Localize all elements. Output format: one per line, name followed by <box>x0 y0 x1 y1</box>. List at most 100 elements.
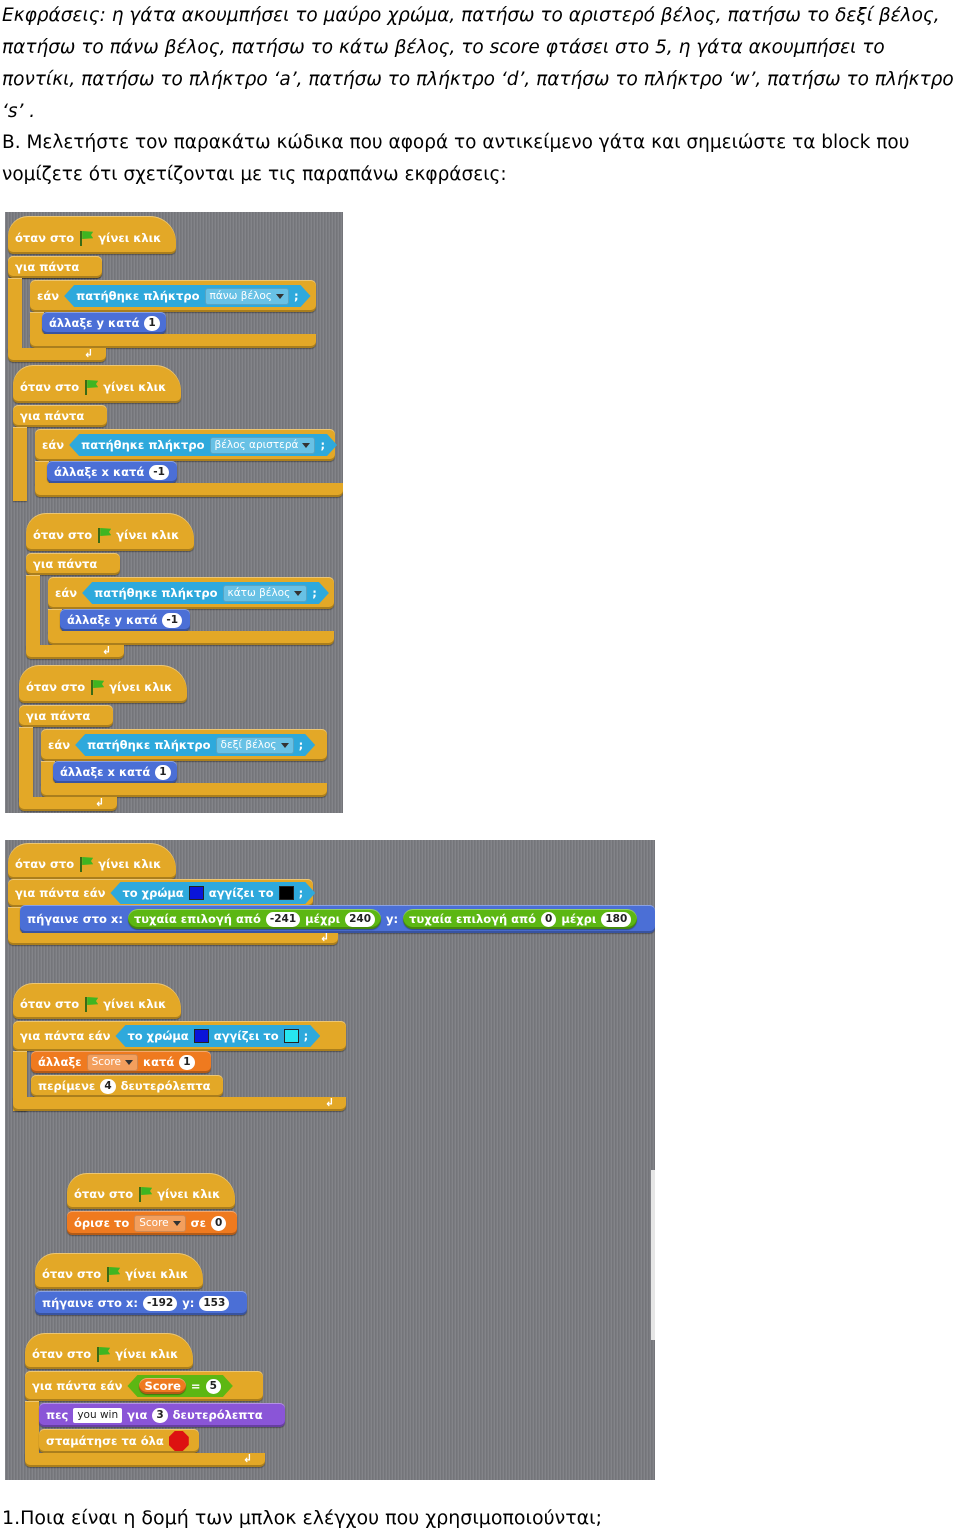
number-input[interactable]: 0 <box>541 911 557 927</box>
block-label: τυχαία επιλογή από <box>409 912 537 926</box>
panel-scrollbar[interactable] <box>651 1170 655 1340</box>
color-touching-condition[interactable]: το χρώμα αγγίζει το ; <box>115 1025 320 1047</box>
when-flag-clicked-block[interactable]: όταν στο γίνει κλικ <box>19 665 187 703</box>
scratch-scripts-panel-game: όταν στο γίνει κλικ για πάντα εάν το χρώ… <box>5 840 655 1480</box>
number-input[interactable]: 5 <box>206 1379 221 1394</box>
loop-arrow-icon: ↲ <box>320 931 330 944</box>
forever-label: για πάντα <box>8 256 102 278</box>
block-label: y: <box>182 1296 195 1310</box>
key-dropdown[interactable]: πάνω βέλος <box>205 288 289 305</box>
if-end <box>48 631 334 645</box>
key-pressed-condition[interactable]: πατήθηκε πλήκτρο βέλος αριστερά ; <box>69 434 337 456</box>
number-input[interactable]: -241 <box>265 911 301 927</box>
score-reporter[interactable]: Score <box>139 1378 185 1394</box>
block-label: πατήθηκε πλήκτρο <box>76 289 200 303</box>
block-label: για πάντα εάν <box>20 1029 111 1043</box>
forever-arm <box>8 278 22 352</box>
block-label: ; <box>298 886 304 900</box>
number-input[interactable]: -192 <box>142 1295 178 1311</box>
block-label: αγγίζει το <box>213 1029 279 1043</box>
green-flag-icon <box>106 1267 120 1282</box>
number-input[interactable]: 1 <box>155 764 171 780</box>
when-flag-clicked-block[interactable]: όταν στο γίνει κλικ <box>13 983 181 1019</box>
forever-block[interactable]: για πάντα <box>19 705 113 727</box>
change-x-block[interactable]: άλλαξε x κατά -1 <box>47 461 177 483</box>
variable-dropdown[interactable]: Score <box>134 1214 186 1232</box>
change-score-block[interactable]: άλλαξε Score κατά 1 <box>31 1051 211 1073</box>
expressions-paragraph: Εκφράσεις: η γάτα ακουμπήσει το μαύρο χρ… <box>2 5 954 122</box>
number-input[interactable]: 153 <box>199 1295 230 1311</box>
number-input[interactable]: 180 <box>601 911 632 927</box>
change-x-block[interactable]: άλλαξε x κατά 1 <box>53 761 177 783</box>
dropdown-arrow-icon <box>172 1220 181 1226</box>
when-flag-clicked-block[interactable]: όταν στο γίνει κλικ <box>13 365 181 403</box>
equals-condition[interactable]: Score = 5 <box>127 1375 232 1397</box>
key-dropdown[interactable]: δεξί βέλος <box>216 737 294 754</box>
when-flag-clicked-block[interactable]: όταν στο γίνει κλικ <box>8 216 176 254</box>
number-input[interactable]: -1 <box>149 464 169 480</box>
forever-block[interactable]: για πάντα <box>13 405 107 427</box>
text-input[interactable]: you win <box>73 1407 123 1423</box>
block-label: μέχρι <box>305 912 341 926</box>
wait-block[interactable]: περίμενε 4 δευτερόλεπτα <box>31 1075 223 1097</box>
block-label: όταν στο <box>33 528 93 542</box>
number-input[interactable]: 1 <box>144 315 160 331</box>
variable-dropdown[interactable]: Score <box>86 1053 138 1071</box>
when-flag-clicked-block[interactable]: όταν στο γίνει κλικ <box>26 513 194 551</box>
key-dropdown[interactable]: βέλος αριστερά <box>210 437 316 454</box>
if-block[interactable]: εάν πατήθηκε πλήκτρο δεξί βέλος ; <box>41 729 327 761</box>
if-block[interactable]: εάν πατήθηκε πλήκτρο βέλος αριστερά ; <box>35 429 335 461</box>
color-swatch-cyan[interactable] <box>284 1029 299 1043</box>
goto-xy-block[interactable]: πήγαινε στο x: -192 y: 153 <box>35 1291 247 1315</box>
color-swatch-blue[interactable] <box>189 886 204 900</box>
number-input[interactable]: 3 <box>152 1407 168 1423</box>
random-x-reporter[interactable]: τυχαία επιλογή από -241 μέχρι 240 <box>127 909 382 929</box>
if-block[interactable]: εάν πατήθηκε πλήκτρο κάτω βέλος ; <box>48 577 334 609</box>
when-flag-clicked-block[interactable]: όταν στο γίνει κλικ <box>8 843 176 879</box>
change-y-block[interactable]: άλλαξε y κατά -1 <box>60 609 190 631</box>
number-input[interactable]: 0 <box>211 1215 227 1231</box>
number-input[interactable]: 4 <box>100 1078 116 1094</box>
key-pressed-condition[interactable]: πατήθηκε πλήκτρο κάτω βέλος ; <box>82 582 329 604</box>
key-pressed-condition[interactable]: πατήθηκε πλήκτρο δεξί βέλος ; <box>75 734 315 756</box>
forever-if-block[interactable]: για πάντα εάν το χρώμα αγγίζει το ; <box>13 1021 346 1051</box>
when-flag-clicked-block[interactable]: όταν στο γίνει κλικ <box>35 1253 203 1289</box>
say-for-secs-block[interactable]: πες you win για 3 δευτερόλεπτα <box>39 1403 285 1427</box>
number-input[interactable]: 240 <box>345 911 376 927</box>
random-y-reporter[interactable]: τυχαία επιλογή από 0 μέχρι 180 <box>403 909 638 929</box>
color-swatch-blue[interactable] <box>194 1029 209 1043</box>
color-touching-condition[interactable]: το χρώμα αγγίζει το ; <box>110 882 315 904</box>
stop-sign-icon <box>168 1431 189 1451</box>
number-input[interactable]: 1 <box>179 1054 195 1070</box>
key-pressed-condition[interactable]: πατήθηκε πλήκτρο πάνω βέλος ; <box>64 285 310 307</box>
block-label: πήγαινε στο x: <box>27 912 123 926</box>
block-label: όταν στο <box>20 997 80 1011</box>
color-swatch-black[interactable] <box>279 886 294 900</box>
block-label: γίνει κλικ <box>98 857 162 871</box>
forever-block[interactable]: για πάντα <box>26 553 120 575</box>
loop-arrow-icon: ↲ <box>325 1096 335 1109</box>
forever-if-block[interactable]: για πάντα εάν Score = 5 <box>25 1371 263 1401</box>
block-label: το χρώμα <box>127 1029 189 1043</box>
block-label: άλλαξε x κατά <box>60 765 151 779</box>
forever-if-block[interactable]: για πάντα εάν το χρώμα αγγίζει το ; <box>8 879 313 907</box>
block-label: άλλαξε x κατά <box>54 465 145 479</box>
when-flag-clicked-block[interactable]: όταν στο γίνει κλικ <box>67 1173 235 1209</box>
block-label: άλλαξε <box>38 1055 82 1069</box>
if-block[interactable]: εάν πατήθηκε πλήκτρο πάνω βέλος ; <box>30 280 316 312</box>
block-label: όταν στο <box>26 680 86 694</box>
block-label: ; <box>298 738 304 752</box>
key-dropdown[interactable]: κάτω βέλος <box>223 585 308 602</box>
block-label: γίνει κλικ <box>103 380 167 394</box>
stop-all-block[interactable]: σταμάτησε τα όλα <box>39 1429 199 1453</box>
if-end <box>35 483 343 497</box>
dropdown-value: κάτω βέλος <box>227 586 291 599</box>
block-label: όταν στο <box>32 1347 92 1361</box>
change-y-block[interactable]: άλλαξε y κατά 1 <box>42 312 166 334</box>
number-input[interactable]: -1 <box>162 612 183 628</box>
set-score-block[interactable]: όρισε το Score σε 0 <box>67 1211 237 1235</box>
when-flag-clicked-block[interactable]: όταν στο γίνει κλικ <box>25 1333 193 1369</box>
goto-xy-block[interactable]: πήγαινε στο x: τυχαία επιλογή από -241 μ… <box>20 905 655 933</box>
block-label: για πάντα <box>15 260 80 274</box>
block-label: ; <box>312 586 317 600</box>
